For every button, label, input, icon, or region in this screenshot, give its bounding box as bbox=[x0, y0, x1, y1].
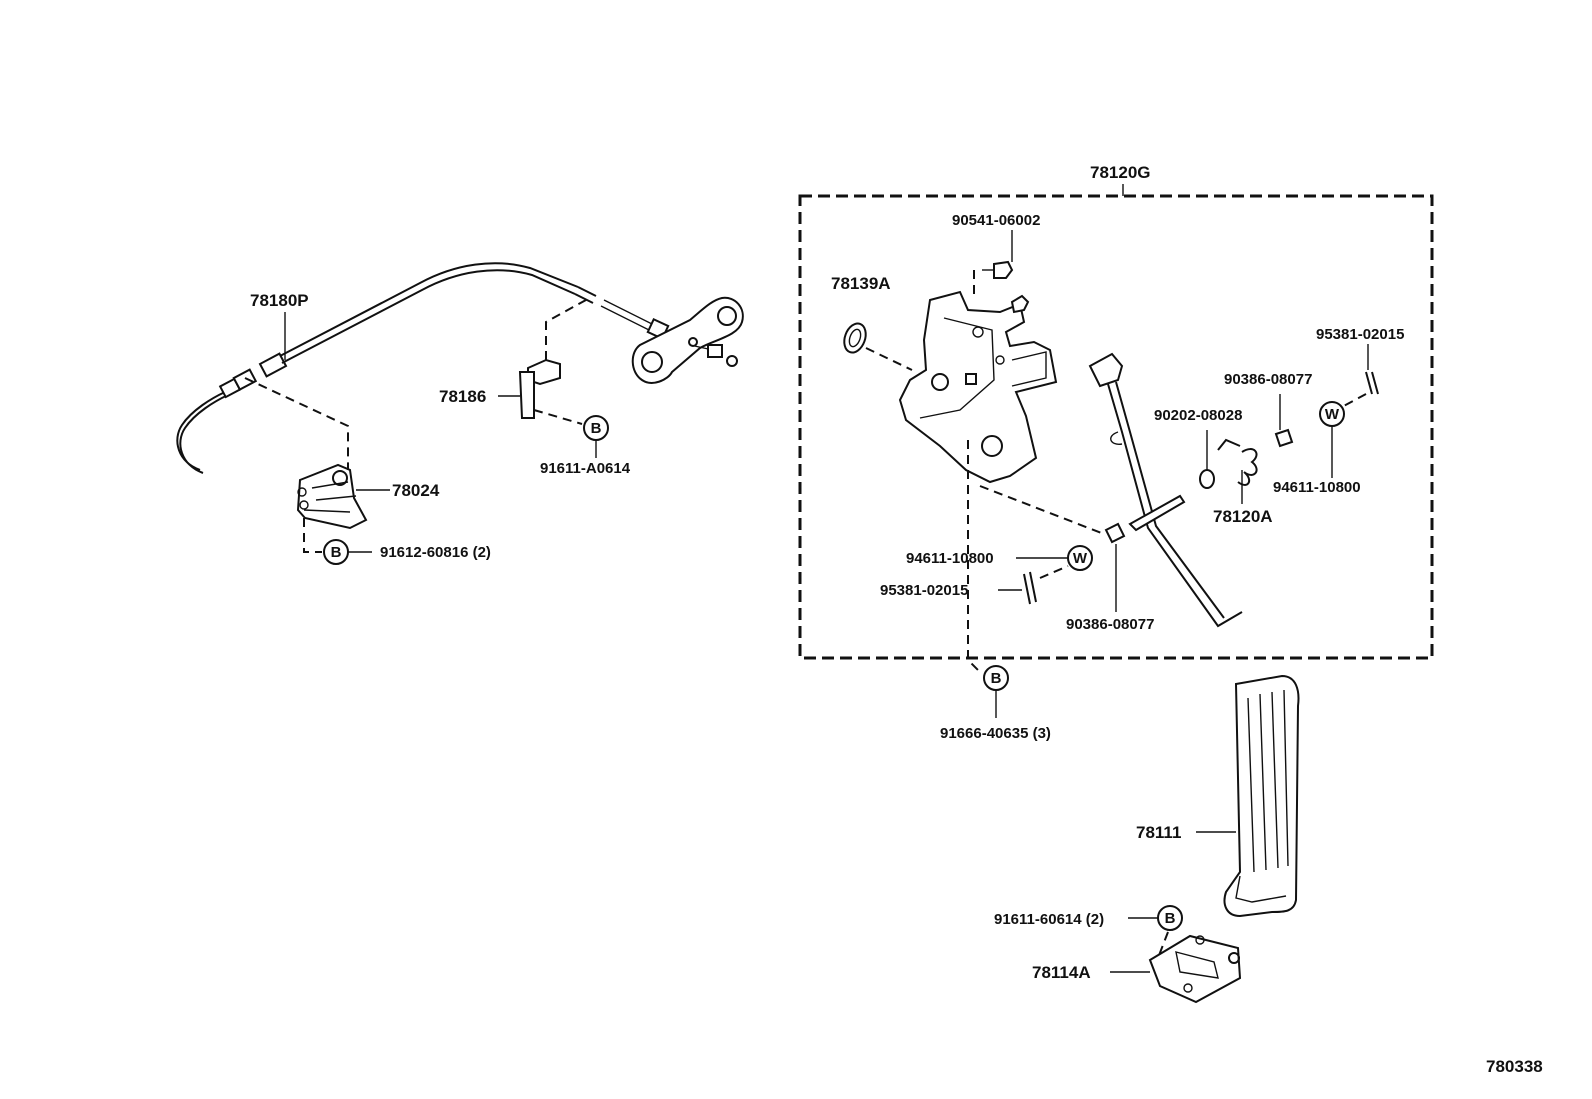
label-return-spring: 78120A bbox=[1213, 507, 1273, 526]
right-bushing bbox=[1274, 394, 1294, 448]
badge-bolt-bracket: B bbox=[323, 539, 349, 565]
label-washer-left: 94611-10800 bbox=[906, 550, 994, 567]
badge-bolt-clamp: B bbox=[583, 415, 609, 441]
pedal-lever-arm bbox=[1088, 352, 1243, 628]
assembly-boundary bbox=[798, 184, 1434, 660]
label-pad-bolt: 91611-60614 (2) bbox=[994, 911, 1104, 928]
label-cotter-pin-right: 95381-02015 bbox=[1316, 326, 1404, 343]
accelerator-pedal-pad bbox=[1196, 674, 1300, 918]
support-bolt-leader bbox=[967, 440, 997, 718]
label-cable: 78180P bbox=[250, 291, 309, 310]
svg-text:W: W bbox=[1325, 406, 1340, 423]
svg-text:B: B bbox=[331, 544, 342, 561]
label-pedal-pad: 78111 bbox=[1136, 823, 1181, 842]
label-cable-clamp: 78186 bbox=[439, 387, 486, 406]
lower-bushing bbox=[979, 485, 1126, 612]
label-bushing-top: 90541-06002 bbox=[952, 212, 1040, 229]
label-clamp-bolt: 91611-A0614 bbox=[540, 460, 631, 477]
label-bushing-bottom: 90386-08077 bbox=[1066, 616, 1154, 633]
right-cotter-pin bbox=[1339, 344, 1379, 409]
label-pedal-support: 78139A bbox=[831, 274, 891, 293]
label-pad-hinge: 78114A bbox=[1032, 963, 1091, 982]
label-bracket: 78024 bbox=[392, 481, 440, 500]
cable-bracket bbox=[244, 377, 390, 553]
badge-washer-right: W bbox=[1319, 401, 1345, 427]
svg-text:W: W bbox=[1073, 550, 1088, 567]
svg-text:B: B bbox=[591, 420, 602, 437]
throttle-linkage bbox=[631, 296, 744, 384]
label-washer-right: 94611-10800 bbox=[1273, 479, 1361, 496]
badge-bolt-support: B bbox=[983, 665, 1009, 691]
svg-text:B: B bbox=[1165, 910, 1176, 927]
return-spring bbox=[1217, 438, 1258, 504]
label-bracket-bolt: 91612-60816 (2) bbox=[380, 544, 491, 561]
label-bushing-right: 90386-08077 bbox=[1224, 371, 1312, 388]
svg-text:B: B bbox=[991, 670, 1002, 687]
badge-washer-left: W bbox=[1067, 545, 1093, 571]
pedal-support-grommet bbox=[843, 322, 913, 371]
left-cotter-pin bbox=[998, 565, 1069, 605]
leader-lines bbox=[284, 230, 1333, 553]
pedal-pad-hinge bbox=[1110, 917, 1242, 1004]
label-support-bolt: 91666-40635 (3) bbox=[940, 725, 1051, 742]
badge-bolt-pad: B bbox=[1157, 905, 1183, 931]
label-washer-small: 90202-08028 bbox=[1154, 407, 1242, 424]
label-assembly: 78120G bbox=[1090, 163, 1151, 182]
pedal-support-bushing-top bbox=[973, 260, 1014, 300]
diagram-code: 780338 bbox=[1486, 1057, 1543, 1076]
cable-clamp bbox=[518, 299, 587, 425]
pedal-support-bracket bbox=[898, 290, 1058, 484]
small-washer bbox=[1199, 430, 1215, 489]
label-cotter-pin-left: 95381-02015 bbox=[880, 582, 968, 599]
